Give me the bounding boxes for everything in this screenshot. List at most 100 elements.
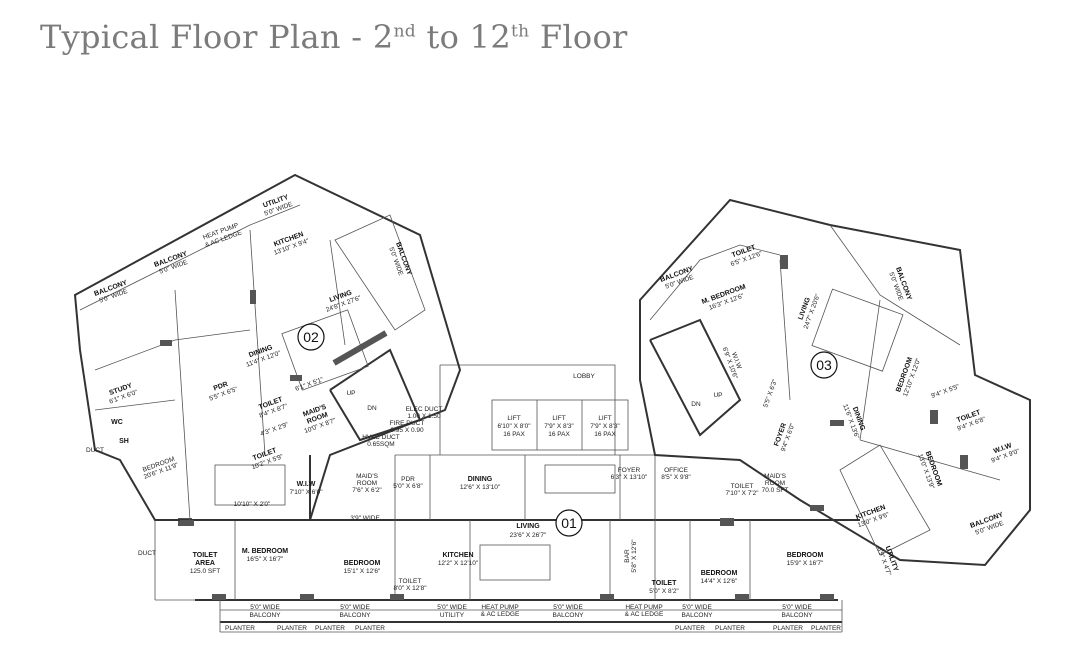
dining-01: DINING 12'6" X 13'10"	[460, 476, 501, 491]
heat-pump-02: HEAT PUMP & AC LEDGE	[202, 222, 243, 249]
pdr-02: PDR 5'5" X 6'5"	[208, 381, 239, 403]
toilet-01a: TOILET 8'0" X 12'8"	[393, 578, 427, 592]
wiw-03b: W.I.W 6'9" X 10'6"	[721, 346, 743, 380]
svg-text:5'0" WIDE: 5'0" WIDE	[340, 604, 370, 611]
svg-text:PLANTER: PLANTER	[715, 625, 745, 632]
svg-text:16 PAX: 16 PAX	[594, 431, 616, 438]
svg-text:BEDROOM: BEDROOM	[787, 552, 824, 559]
toilet-01c: TOILET 7'10" X 7'2"	[725, 483, 759, 497]
balcony-b2: 5'0" WIDE BALCONY	[339, 604, 371, 619]
svg-text:BAR: BAR	[624, 549, 631, 563]
svg-text:125.0 SFT: 125.0 SFT	[190, 568, 220, 575]
living-03: LIVING 24'7" X 20'6"	[797, 292, 822, 330]
bedroom-03a: BEDROOM 12'10" X 12'0"	[895, 356, 922, 397]
svg-text:BALCONY: BALCONY	[781, 612, 813, 619]
dining-02: DINING 11'4" X 12'0"	[245, 344, 282, 369]
kitchen-01: KITCHEN 12'2" X 12'10"	[438, 552, 479, 567]
svg-text:UTILITY: UTILITY	[440, 612, 465, 619]
svg-text:PLANTER: PLANTER	[277, 625, 307, 632]
svg-text:12'6" X 13'10": 12'6" X 13'10"	[460, 484, 501, 491]
svg-text:PLANTER: PLANTER	[811, 625, 841, 632]
svg-text:5'0" X 8'2": 5'0" X 8'2"	[649, 588, 679, 595]
bedroom-03b: BEDROOM 13'0" X 13'9"	[916, 450, 943, 490]
lift-3: LIFT 7'9" X 8'3" 16 PAX	[590, 415, 620, 438]
wiw-01: W.I.W 7'10" X 6'0"	[289, 481, 323, 496]
svg-text:AREA: AREA	[195, 560, 215, 567]
svg-text:14'4" X 12'6": 14'4" X 12'6"	[701, 578, 738, 585]
bedroom-01c: BEDROOM 15'9" X 16'7"	[787, 552, 824, 567]
lift-1: LIFT 6'10" X 8'0" 16 PAX	[497, 415, 531, 438]
svg-text:FOYER: FOYER	[618, 467, 641, 474]
svg-text:7'10" X 6'0": 7'10" X 6'0"	[289, 489, 323, 496]
balcony-b8: 5'0" WIDE BALCONY	[781, 604, 813, 619]
svg-text:16'5" X 16'7": 16'5" X 16'7"	[247, 556, 284, 563]
foyer-01: FOYER 6'3" X 13'10"	[611, 467, 648, 481]
maids-room-01b: MAID'S ROOM 70.0 SFT	[762, 473, 789, 494]
svg-text:16 PAX: 16 PAX	[548, 431, 570, 438]
wc-label: WC	[111, 419, 123, 426]
svg-text:5'0" WIDE: 5'0" WIDE	[437, 604, 467, 611]
svg-text:8'0" X 12'8": 8'0" X 12'8"	[393, 585, 427, 592]
bedroom-01b: BEDROOM 14'4" X 12'6"	[701, 570, 738, 585]
svg-text:PLANTER: PLANTER	[355, 625, 385, 632]
svg-text:MAID'S: MAID'S	[764, 473, 786, 480]
balcony-b7: 5'0" WIDE BALCONY	[681, 604, 713, 619]
utility-b3: 5'0" WIDE UTILITY	[437, 604, 467, 619]
toilet-area-01: TOILET AREA 125.0 SFT	[190, 552, 220, 575]
svg-text:5'8" X 12'6": 5'8" X 12'6"	[631, 539, 638, 573]
svg-text:6'3" X 13'10": 6'3" X 13'10"	[611, 474, 648, 481]
svg-text:KITCHEN: KITCHEN	[442, 552, 473, 559]
svg-text:TOILET: TOILET	[652, 580, 677, 587]
svg-text:& AC LEDGE: & AC LEDGE	[481, 611, 520, 618]
lobby-label: LOBBY	[573, 373, 595, 380]
unit-03-walls	[639, 198, 1031, 567]
balcony-b5: 5'0" WIDE BALCONY	[552, 604, 584, 619]
svg-text:6'10" X 8'0": 6'10" X 8'0"	[497, 423, 531, 430]
toilet-03a: TOILET 6'5" X 12'6"	[730, 244, 764, 268]
balcony-03c: BALCONY 5'0" WIDE	[969, 511, 1005, 536]
svg-text:HVAC DUCT: HVAC DUCT	[362, 434, 399, 441]
page-title: Typical Floor Plan - 2nd to 12th Floor	[40, 18, 628, 56]
toilet-03b: TOILET 9'4" X 6'8"	[956, 409, 987, 433]
utility-03: UTILITY 6'9" X 4'7"	[875, 545, 899, 577]
svg-text:LIFT: LIFT	[552, 415, 565, 422]
dim-03b: 9'4" X 5'5"	[930, 383, 961, 400]
maids-room-02: MAID'S ROOM 10'0" X 8'7"	[302, 404, 337, 436]
unit-marker-01: 01	[555, 509, 583, 537]
svg-text:PDR: PDR	[401, 476, 415, 483]
svg-text:BALCONY: BALCONY	[681, 612, 713, 619]
maids-room-01a: MAID'S ROOM 7'6" X 6'2"	[352, 473, 382, 494]
office-01: OFFICE 8'5" X 9'8"	[661, 467, 691, 481]
svg-text:5'0" WIDE: 5'0" WIDE	[682, 604, 712, 611]
svg-text:7'6" X 6'2": 7'6" X 6'2"	[352, 487, 382, 494]
svg-text:01: 01	[561, 515, 577, 531]
dining-03: DINING 11'6" X 13'6"	[841, 403, 866, 440]
svg-text:7'9" X 8'3": 7'9" X 8'3"	[544, 423, 574, 430]
svg-text:HEAT PUMP: HEAT PUMP	[625, 604, 662, 611]
dim-02b: 4'3" X 2'9"	[259, 421, 290, 438]
svg-text:5'0" WIDE: 5'0" WIDE	[553, 604, 583, 611]
sh-label: SH	[119, 438, 129, 445]
svg-text:M. BEDROOM: M. BEDROOM	[242, 548, 288, 555]
svg-text:0.65SQM: 0.65SQM	[367, 441, 394, 448]
toilet-02b: TOILET 10'2" X 5'9"	[251, 447, 285, 471]
corridor-width: 3'9" WIDE	[350, 515, 380, 522]
svg-text:7'10" X 7'2": 7'10" X 7'2"	[725, 490, 759, 497]
svg-text:BALCONY: BALCONY	[339, 612, 371, 619]
svg-text:0.95 X 0.90: 0.95 X 0.90	[390, 427, 424, 434]
svg-text:BEDROOM: BEDROOM	[344, 560, 381, 567]
svg-text:& AC LEDGE: & AC LEDGE	[625, 611, 664, 618]
svg-text:BALCONY: BALCONY	[552, 612, 584, 619]
svg-text:TOILET: TOILET	[731, 483, 754, 490]
svg-text:02: 02	[303, 329, 319, 345]
svg-text:MAID'S: MAID'S	[356, 473, 378, 480]
dim-03a: 5'5" X 6'3"	[762, 378, 779, 409]
study-02: STUDY 6'1" X 6'0"	[108, 382, 139, 405]
living-02: LIVING 24'8" X 27'6"	[325, 289, 363, 314]
balcony-02c: BALCONY 5'0" WIDE	[387, 241, 412, 277]
fire-duct: FIRE DUCT 0.95 X 0.90	[390, 420, 425, 434]
balcony-02b: BALCONY 5'0" WIDE	[93, 279, 129, 304]
lift-2: LIFT 7'9" X 8'3" 16 PAX	[544, 415, 574, 438]
living-01: LIVING 23'6" X 26'7"	[510, 523, 547, 539]
